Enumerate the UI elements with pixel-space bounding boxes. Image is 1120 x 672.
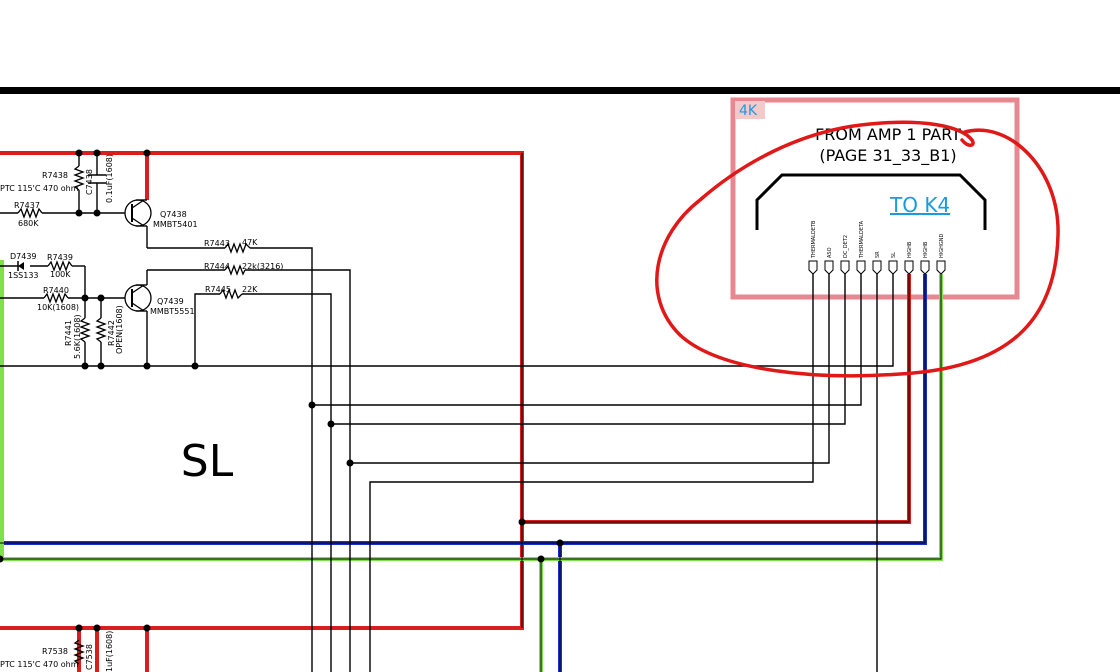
green-highgnd-wire (0, 274, 943, 561)
r7442-symbol (95, 317, 107, 343)
connector-highlight-box (730, 97, 1020, 300)
label-d7439: D7439 (10, 252, 37, 261)
label-r7442-value: OPEN(1608) (115, 305, 124, 354)
label-r7445-value: 22K (242, 285, 258, 294)
pin-label-highgnd: HIGHGND (939, 234, 945, 258)
r7443-symbol (224, 242, 251, 254)
wire-r7444 (245, 269, 351, 672)
q7438-symbol (124, 199, 152, 227)
pin-label-highb-2: HIGHB (923, 241, 929, 258)
label-r7444: R7444 (204, 262, 230, 271)
left-junction-dots (75, 149, 199, 632)
label-r7443-value: 47K (242, 238, 258, 247)
connector-pin-9: HIGHGND (936, 234, 946, 275)
red-highb-wire (522, 274, 911, 524)
label-r7538: R7538 (42, 647, 68, 656)
label-r7437: R7437 (14, 201, 40, 210)
r7440-symbol (43, 292, 69, 304)
r7445-symbol (219, 288, 243, 300)
connector-tag: 4K (739, 103, 758, 119)
blue-wires (0, 274, 927, 672)
wire-aso (350, 274, 830, 464)
label-ptc-bottom: PTC 115'C 470 ohm (0, 660, 79, 669)
pin-label-thermaldetb: THERMALDETB (811, 220, 817, 259)
label-ptc-top: PTC 115'C 470 ohm (0, 184, 79, 193)
label-r7439: R7439 (47, 253, 73, 262)
connector-pin-6: SL (888, 252, 898, 275)
label-q7438-part: MMBT5401 (153, 220, 198, 229)
wire-cores (0, 153, 942, 672)
component-labels: R7438 PTC 115'C 470 ohm C7438 0.1uF(1608… (0, 154, 283, 672)
connector-pin-1: THERMALDETB (808, 220, 818, 275)
r7437-symbol (17, 207, 43, 219)
pin-label-sl: SL (891, 252, 897, 258)
green-wires (0, 260, 943, 672)
annotation-circle (655, 120, 1060, 378)
r7441-symbol (79, 317, 91, 343)
page-border-line (0, 87, 1120, 94)
label-q7439: Q7439 (157, 297, 184, 306)
junction-dots (0, 401, 564, 563)
label-q7438: Q7438 (160, 210, 187, 219)
pin-label-aso: ASO (827, 247, 833, 258)
r7438-symbol (73, 165, 85, 191)
connector-pin-3: DC_DET2 (840, 235, 850, 275)
label-r7445: R7445 (205, 285, 231, 294)
red-wires (0, 151, 911, 672)
wire-thermaldeta (312, 274, 862, 406)
r7538-symbol (73, 639, 85, 665)
connector-body (755, 173, 987, 230)
connector-tag-bg (735, 101, 765, 119)
connector-pins: THERMALDETB ASO DC_DET2 THERMALDETA SR S… (808, 220, 946, 275)
wire-thermaldetb (369, 274, 814, 672)
label-c7438: C7438 (85, 169, 94, 195)
blue-highb-wire (0, 274, 927, 545)
label-r7442: R7442 (107, 320, 116, 346)
label-c7538-value: 1uF(1608) (105, 631, 114, 672)
label-q7439-part: MMBT5551 (150, 307, 195, 316)
block-label-sl: SL (181, 436, 234, 487)
pin-label-sr: SR (875, 251, 881, 258)
pin-label-highb-1: HIGHB (907, 241, 913, 258)
label-c7438-value: 0.1uF(1608) (105, 154, 114, 203)
label-r7444-value: 22k(3216) (242, 262, 283, 271)
wire-r7443 (250, 247, 313, 672)
connector-pin-8: HIGHB (920, 241, 930, 275)
label-d7439-part: 1SS133 (8, 271, 39, 280)
connector-title-line1: FROM AMP 1 PART (815, 125, 961, 144)
pin-label-dc-det2: DC_DET2 (843, 235, 849, 258)
label-r7440-value: 10K(1608) (37, 303, 79, 312)
label-r7443: R7443 (204, 239, 230, 248)
q7439-symbol (124, 284, 152, 312)
r7444-symbol (224, 264, 246, 276)
label-r7439-value: 100K (50, 270, 71, 279)
connector-pin-7: HIGHB (904, 241, 914, 275)
label-c7538: C7538 (85, 644, 94, 670)
label-r7441-value: 5.6K(1608) (73, 314, 82, 359)
label-r7438: R7438 (42, 171, 68, 180)
red-block-outline (0, 151, 524, 630)
wire-dc-det2 (331, 274, 846, 425)
to-k4-link[interactable]: TO K4 (889, 193, 950, 217)
label-r7437-value: 680K (18, 219, 39, 228)
r7439-symbol (47, 260, 73, 272)
connector-pin-5: SR (872, 251, 882, 275)
d7439-symbol (17, 261, 24, 271)
resistor-symbols (17, 165, 251, 665)
wire-r7445 (242, 293, 332, 672)
connector-title-line2: (PAGE 31_33_B1) (819, 146, 956, 166)
label-r7441: R7441 (64, 320, 73, 346)
pin-label-thermaldeta: THERMALDETA (859, 220, 865, 259)
label-r7440: R7440 (43, 286, 69, 295)
connector-pin-4: THERMALDETA (856, 220, 866, 275)
wire-sl (0, 274, 894, 367)
connector-pin-2: ASO (824, 247, 834, 275)
signal-wires (0, 247, 894, 672)
